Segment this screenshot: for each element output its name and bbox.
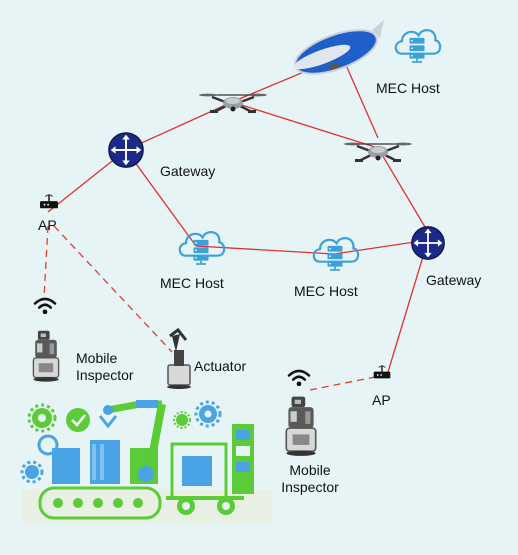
access-point-icon-right [372,365,392,380]
mec-host-label-top: MEC Host [376,80,440,96]
robot-icon-left [32,330,60,383]
cloud-server-icon-left [178,231,226,266]
cloud-server-icon-top [394,29,442,64]
mec-host-label-mid: MEC Host [294,283,358,299]
wifi-icon-left [33,297,57,316]
mobile-inspector-label-left: Mobile Inspector [76,350,134,383]
gateway-icon-right [410,225,446,261]
cloud-server-icon-mid [312,237,360,272]
drone-icon-right [343,141,413,164]
actuator-arm-icon [167,327,191,389]
robot-icon-right [285,395,317,457]
ap-label-left: AP [38,217,57,233]
airship-icon [293,20,384,75]
factory-illustration [20,400,272,524]
ap-label-right: AP [372,392,391,408]
wireless-links [43,225,381,391]
mobile-inspector-label-right: Mobile Inspector [281,462,339,495]
actuator-label: Actuator [194,358,247,374]
gateway-icon-left [107,131,145,169]
access-point-icon-left [39,194,59,210]
wifi-icon-right [287,369,311,388]
gateway-label-right: Gateway [426,272,482,288]
gateway-label-left: Gateway [160,163,216,179]
mec-host-label-left: MEC Host [160,275,224,291]
